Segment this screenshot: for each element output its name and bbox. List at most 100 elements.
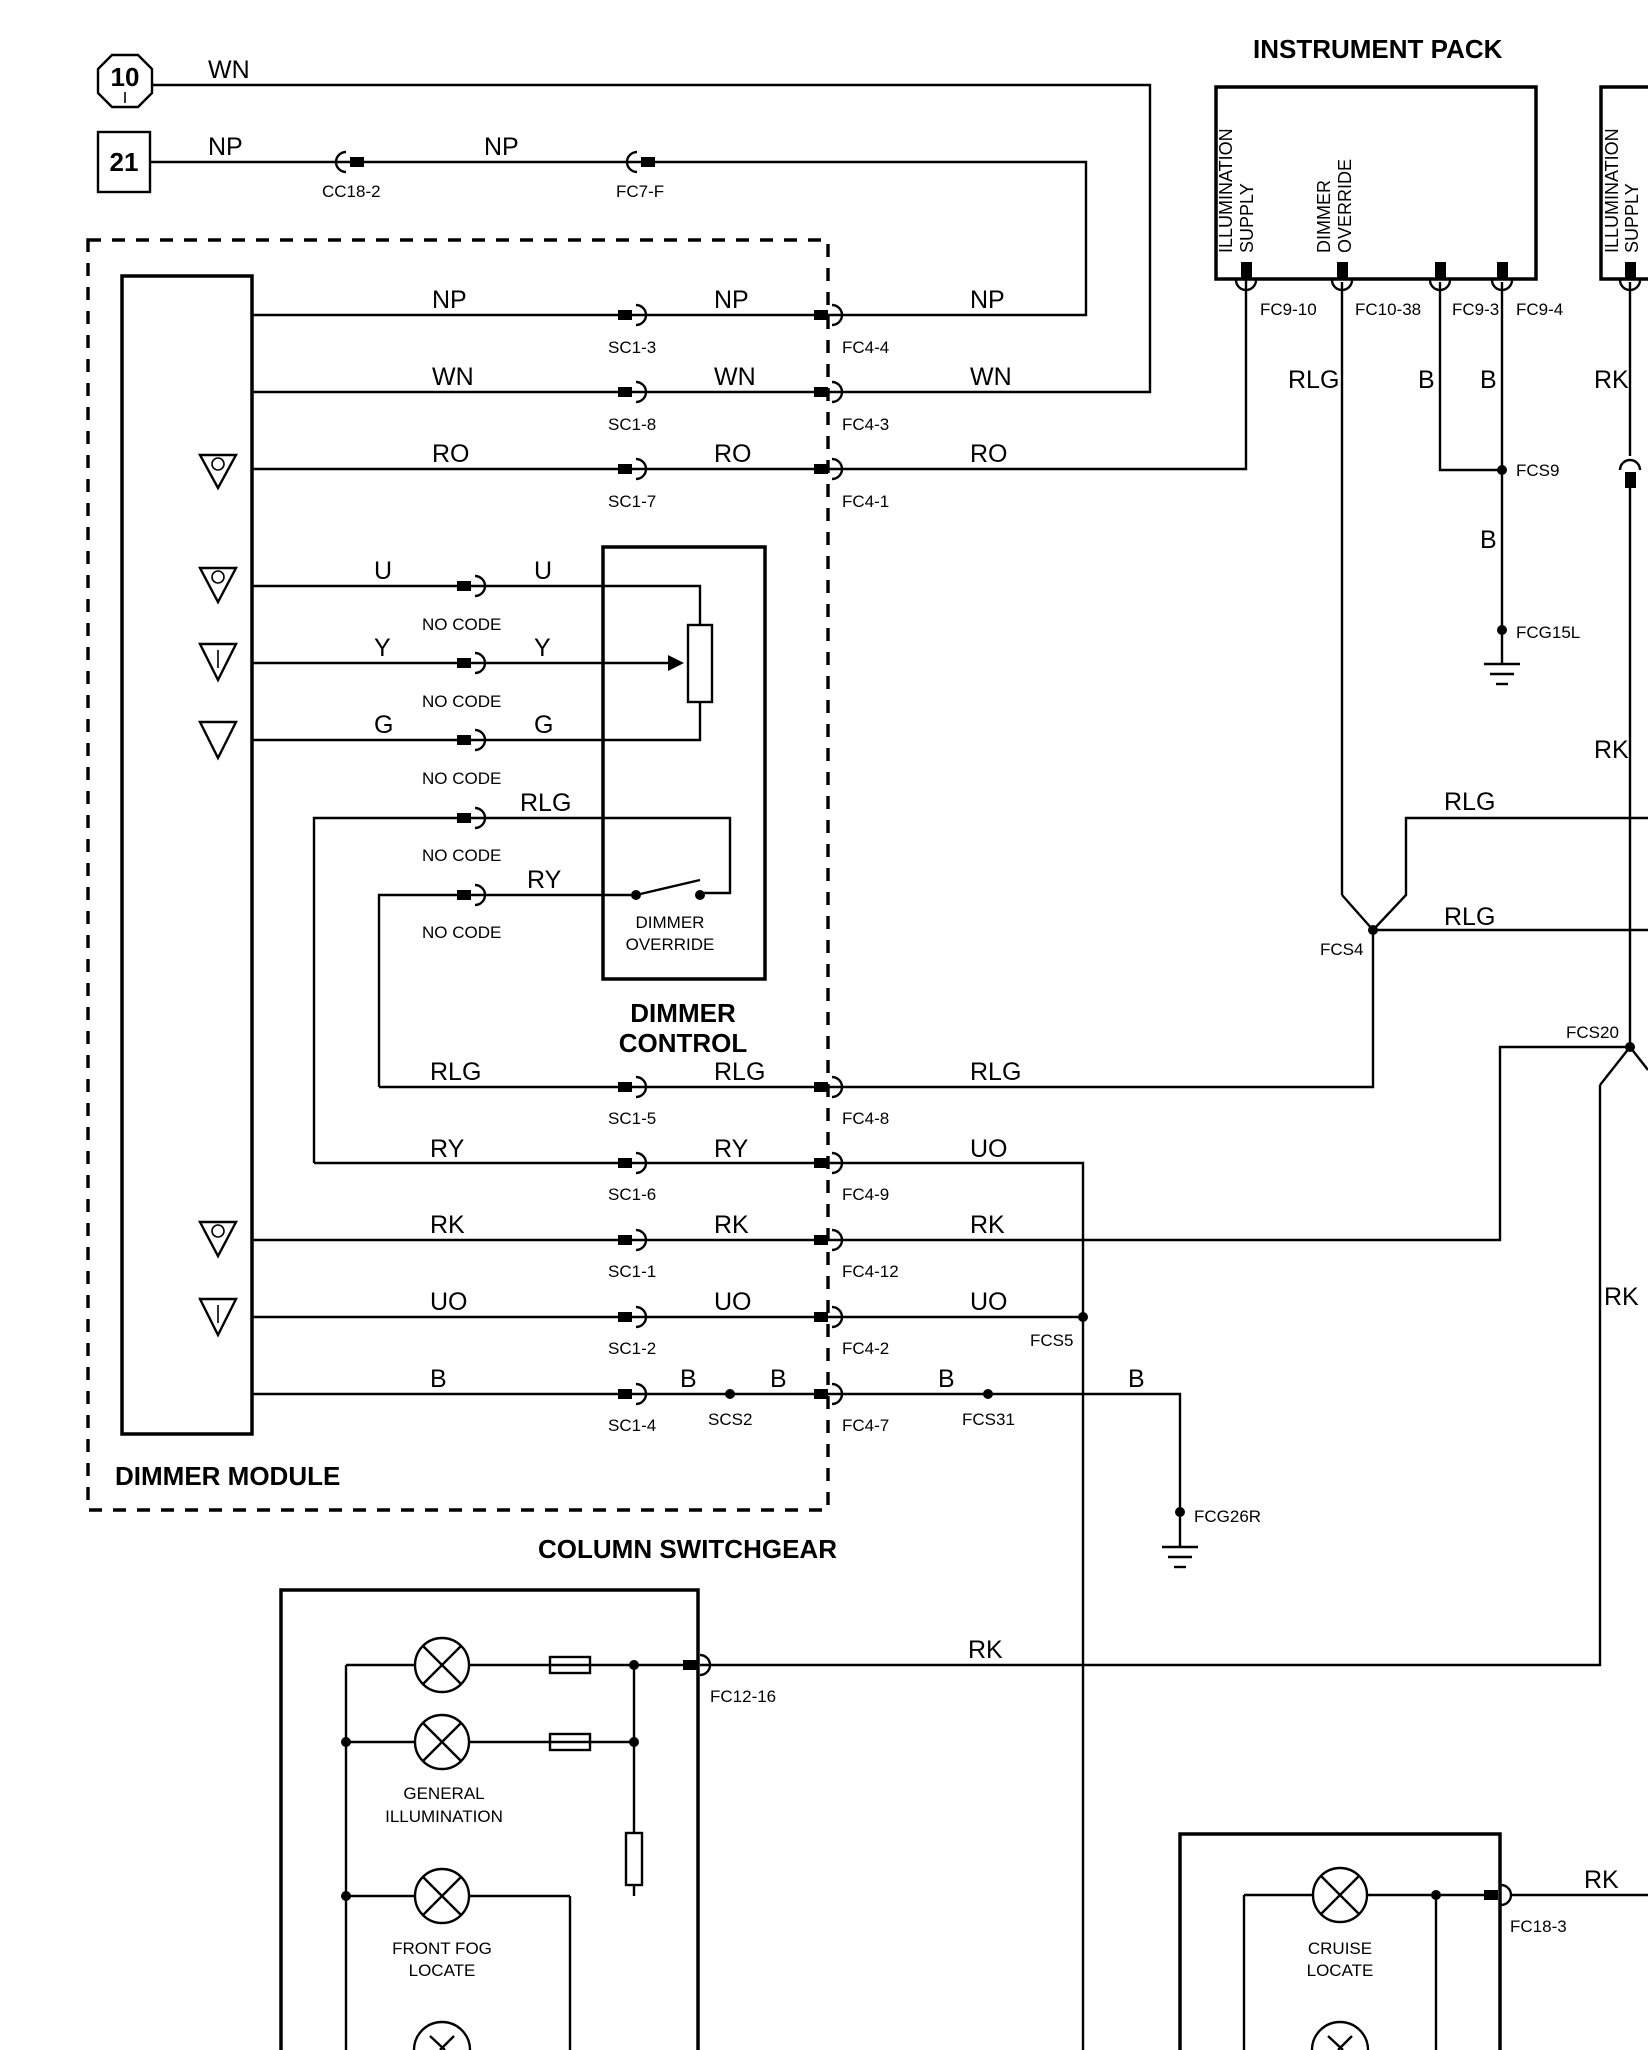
svg-text:FC4-1: FC4-1 [842,492,889,511]
svg-text:NP: NP [432,286,467,314]
svg-text:FC12-16: FC12-16 [710,1687,776,1706]
svg-text:FCS4: FCS4 [1320,940,1363,959]
connector-fc4-2: FC4-2 [814,1305,889,1358]
svg-text:SC1-2: SC1-2 [608,1339,656,1358]
cruise-switch-box [1178,1832,1502,2050]
dimmer-potentiometer [686,623,714,704]
svg-text:FC4-7: FC4-7 [842,1416,889,1435]
svg-text:RY: RY [527,866,562,894]
svg-text:G: G [534,711,553,739]
svg-text:NP: NP [208,133,243,161]
svg-text:NP: NP [970,286,1005,314]
svg-text:RLG: RLG [520,789,571,817]
instrument-pack-title: INSTRUMENT PACK [1253,34,1503,64]
svg-text:WN: WN [970,363,1012,391]
connector-fc4-9: FC4-9 [814,1151,889,1204]
svg-text:SUPPLY: SUPPLY [1622,183,1642,253]
svg-text:SC1-6: SC1-6 [608,1185,656,1204]
svg-text:B: B [1480,366,1497,394]
svg-text:NP: NP [484,133,519,161]
connector-no-code-u: NO CODE [422,574,501,634]
connector-no-code-y: NO CODE [422,651,501,711]
svg-text:FC4-9: FC4-9 [842,1185,889,1204]
pin-fc9-10 [1234,262,1258,292]
svg-text:SCS2: SCS2 [708,1410,752,1429]
lamp-icon-cruise [1311,1866,1369,1924]
general-illumination-label: GENERAL [403,1784,484,1803]
svg-text:WN: WN [432,363,474,391]
column-switchgear-boundary [86,238,830,1512]
svg-text:B: B [680,1365,697,1393]
connector-sc1-7: SC1-7 [608,457,656,511]
svg-text:SC1-5: SC1-5 [608,1109,656,1128]
svg-text:RLG: RLG [714,1058,765,1086]
svg-text:LOCATE: LOCATE [409,1961,476,1980]
svg-text:OVERRIDE: OVERRIDE [626,935,715,954]
svg-text:B: B [938,1365,955,1393]
svg-text:OVERRIDE: OVERRIDE [1335,159,1355,253]
svg-text:RLG: RLG [1288,366,1339,394]
dimmer-module-label: DIMMER MODULE [115,1461,340,1491]
svg-text:RY: RY [430,1135,465,1163]
svg-text:FC4-2: FC4-2 [842,1339,889,1358]
pin-symbol-y [198,642,238,683]
connector-no-code-ry: NO CODE [422,883,501,942]
svg-text:FC4-12: FC4-12 [842,1262,899,1281]
svg-text:B: B [770,1365,787,1393]
column-switchgear-title: COLUMN SWITCHGEAR [538,1534,837,1564]
svg-text:RK: RK [1594,366,1629,394]
pin-symbol-rk [198,1220,238,1259]
lamp-icon-1 [413,1636,471,1694]
svg-text:FC4-8: FC4-8 [842,1109,889,1128]
lamp-icon-front-fog [413,1867,471,1925]
svg-text:FC10-38: FC10-38 [1355,300,1421,319]
svg-text:SC1-1: SC1-1 [608,1262,656,1281]
svg-text:SC1-8: SC1-8 [608,415,656,434]
svg-text:UO: UO [970,1135,1008,1163]
svg-text:NO CODE: NO CODE [422,692,501,711]
svg-text:FC18-3: FC18-3 [1510,1917,1567,1936]
connector-fc4-4: FC4-4 [814,303,889,357]
connector-fc4-3: FC4-3 [814,380,889,434]
ref-octagon-10 [96,53,154,109]
connector-sc1-4: SC1-4 [608,1382,656,1435]
svg-text:FC9-4: FC9-4 [1516,300,1563,319]
svg-text:UO: UO [430,1288,468,1316]
ref-21-label: 21 [110,147,139,177]
connector-fc18-3: FC18-3 [1484,1883,1567,1936]
svg-text:RK: RK [1604,1283,1639,1311]
pin-symbol-u [198,566,238,605]
dimmer-override-label: DIMMER [636,913,705,932]
svg-text:RLG: RLG [1444,903,1495,931]
connector-sc1-1: SC1-1 [608,1228,656,1281]
connector-sc1-2: SC1-2 [608,1305,656,1358]
dimmer-control-box [601,545,767,981]
svg-text:Y: Y [534,634,551,662]
connector-fc4-8: FC4-8 [814,1075,889,1128]
pin-symbol-ro [197,453,239,491]
resistor-3 [624,1831,644,1887]
svg-text:FCS5: FCS5 [1030,1331,1073,1350]
connector-sc1-8: SC1-8 [608,380,656,434]
svg-text:Y: Y [374,634,391,662]
svg-text:NP: NP [714,286,749,314]
svg-text:FC7-F: FC7-F [616,182,664,201]
cruise-locate-label: CRUISE [1308,1939,1372,1958]
svg-text:RLG: RLG [1444,788,1495,816]
svg-text:RO: RO [970,440,1008,468]
svg-text:RLG: RLG [970,1058,1021,1086]
connector-cc18-2: CC18-2 [322,150,381,201]
connector-fc4-1: FC4-1 [814,457,889,511]
svg-text:RO: RO [432,440,470,468]
svg-text:UO: UO [714,1288,752,1316]
instrument-pack-2-box [1599,85,1648,281]
resistor-1 [548,1655,592,1675]
svg-text:FCS20: FCS20 [1566,1023,1619,1042]
svg-text:NO CODE: NO CODE [422,923,501,942]
instrument-pack-box [1214,85,1538,281]
svg-text:U: U [374,557,392,585]
svg-text:ILLUMINATION: ILLUMINATION [1602,128,1622,253]
svg-text:DIMMER: DIMMER [1314,180,1334,253]
svg-text:FC9-10: FC9-10 [1260,300,1317,319]
